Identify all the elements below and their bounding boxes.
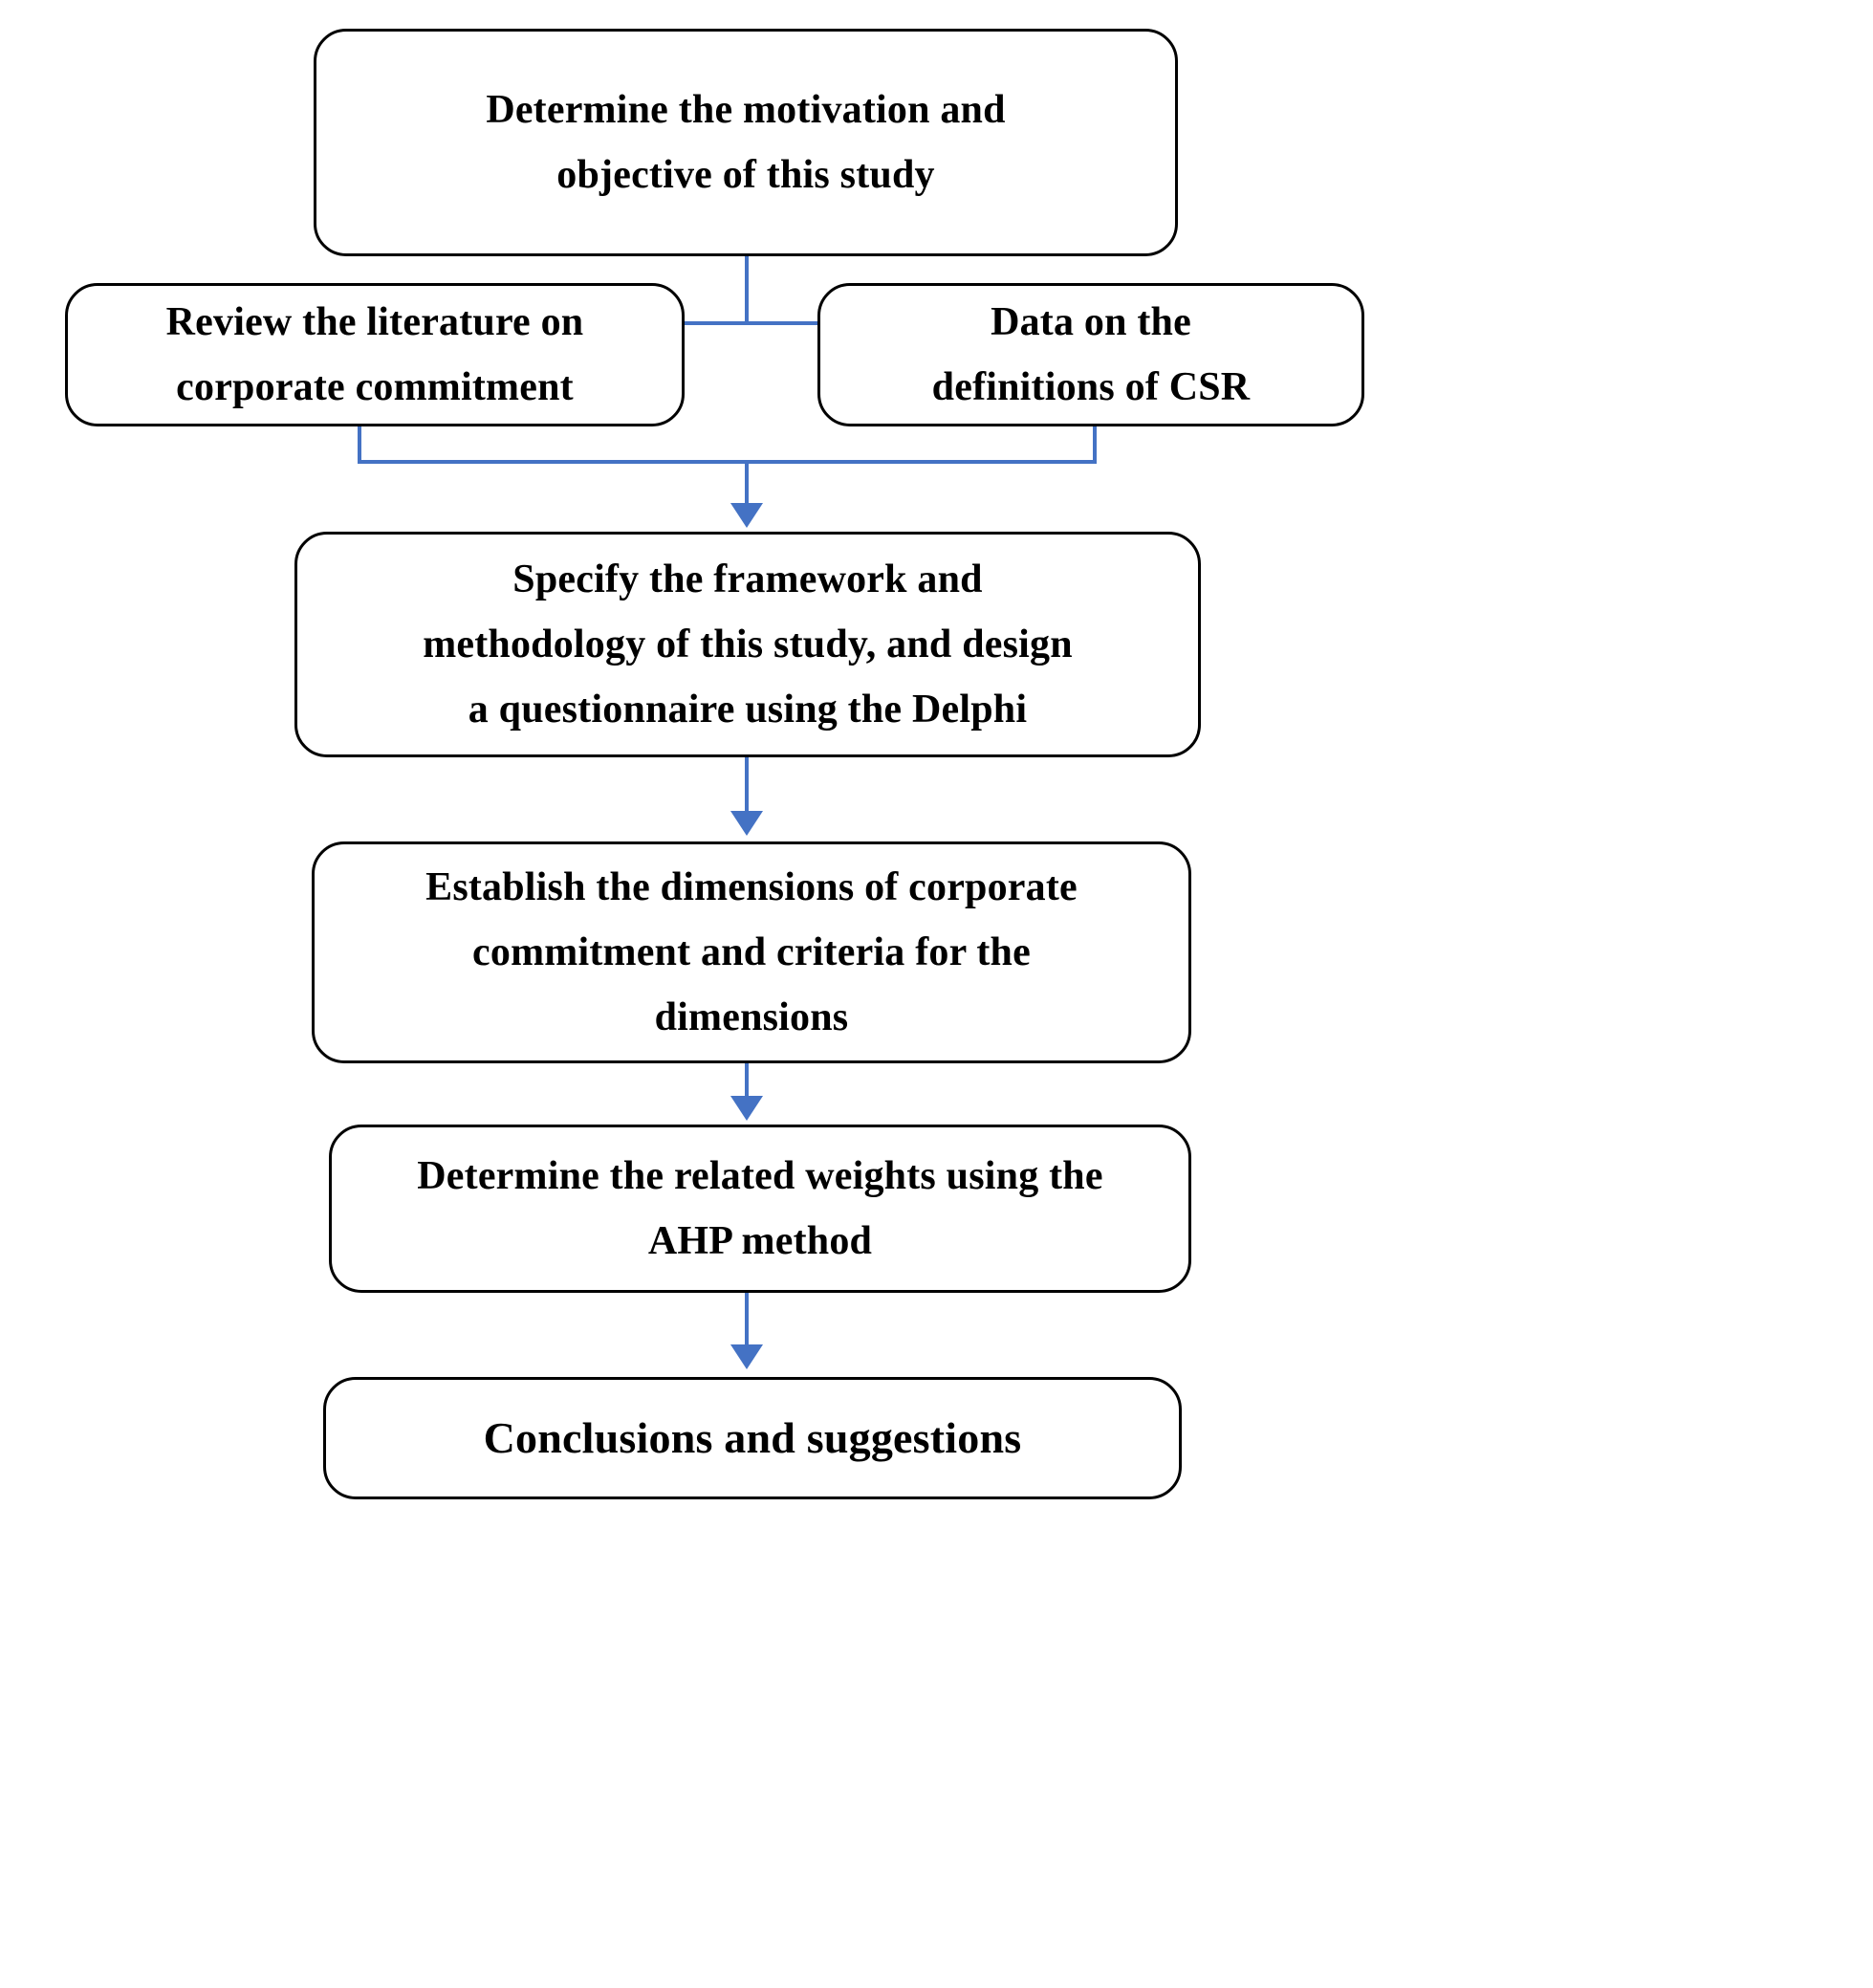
arrowhead-ahp-to-conclusions [730, 1344, 763, 1369]
connector-csrdata-stem [1093, 426, 1097, 463]
flow-node-dimensions-label: Establish the dimensions of corporate co… [425, 864, 1078, 1040]
connector-framework-to-dimensions [745, 757, 749, 813]
connector-merge-bar [358, 460, 1097, 464]
flow-node-literature-label: Review the literature on corporate commi… [165, 299, 584, 409]
flow-node-objective[interactable]: Determine the motivation and objective o… [314, 29, 1178, 256]
flow-node-literature[interactable]: Review the literature on corporate commi… [65, 283, 685, 426]
connector-ahp-to-conclusions [745, 1293, 749, 1346]
flow-node-ahp[interactable]: Determine the related weights using the … [329, 1125, 1191, 1293]
flow-node-conclusions[interactable]: Conclusions and suggestions [323, 1377, 1182, 1499]
flow-node-framework[interactable]: Specify the framework and methodology of… [294, 532, 1201, 757]
connector-literature-stem [358, 426, 361, 463]
flow-node-conclusions-label: Conclusions and suggestions [483, 1412, 1022, 1462]
flow-node-framework-label: Specify the framework and methodology of… [423, 557, 1073, 732]
arrowhead-dimensions-to-ahp [730, 1096, 763, 1121]
connector-objective-branch-bar [372, 321, 1087, 325]
flow-node-dimensions[interactable]: Establish the dimensions of corporate co… [312, 841, 1191, 1063]
connector-merge-to-framework [745, 460, 749, 506]
flow-node-ahp-label: Determine the related weights using the … [417, 1153, 1103, 1263]
connector-dimensions-to-ahp [745, 1063, 749, 1098]
flow-node-csrdata[interactable]: Data on the definitions of CSR [817, 283, 1364, 426]
arrowhead-merge-to-framework [730, 503, 763, 528]
flow-node-csrdata-label: Data on the definitions of CSR [931, 299, 1251, 409]
connector-objective-stem [745, 256, 749, 323]
arrowhead-framework-to-dimensions [730, 811, 763, 836]
flow-node-objective-label: Determine the motivation and objective o… [486, 87, 1006, 197]
